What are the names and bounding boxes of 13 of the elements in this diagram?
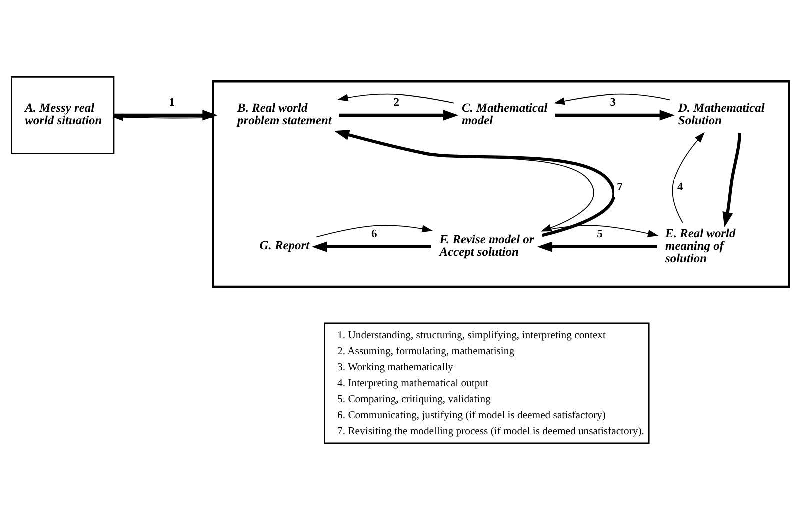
node-text: C. Mathematical model	[462, 101, 548, 128]
node-text: E. Real world meaning of solution	[666, 226, 736, 266]
node-text: B. Real world problem statement	[238, 101, 332, 128]
edge-label: 3	[610, 97, 616, 110]
node-text: F. Revise model or Accept solution	[440, 232, 534, 260]
edge-label: 2	[394, 97, 400, 110]
edge-label: 4	[678, 181, 684, 194]
edge-label: 5	[597, 228, 603, 241]
node-text: G. Report	[260, 238, 310, 252]
node-text: D. Mathematical Solution	[678, 101, 765, 128]
edge-label: 7	[617, 181, 623, 194]
edge-label: 1	[169, 97, 175, 110]
edge-label: 6	[372, 228, 378, 241]
